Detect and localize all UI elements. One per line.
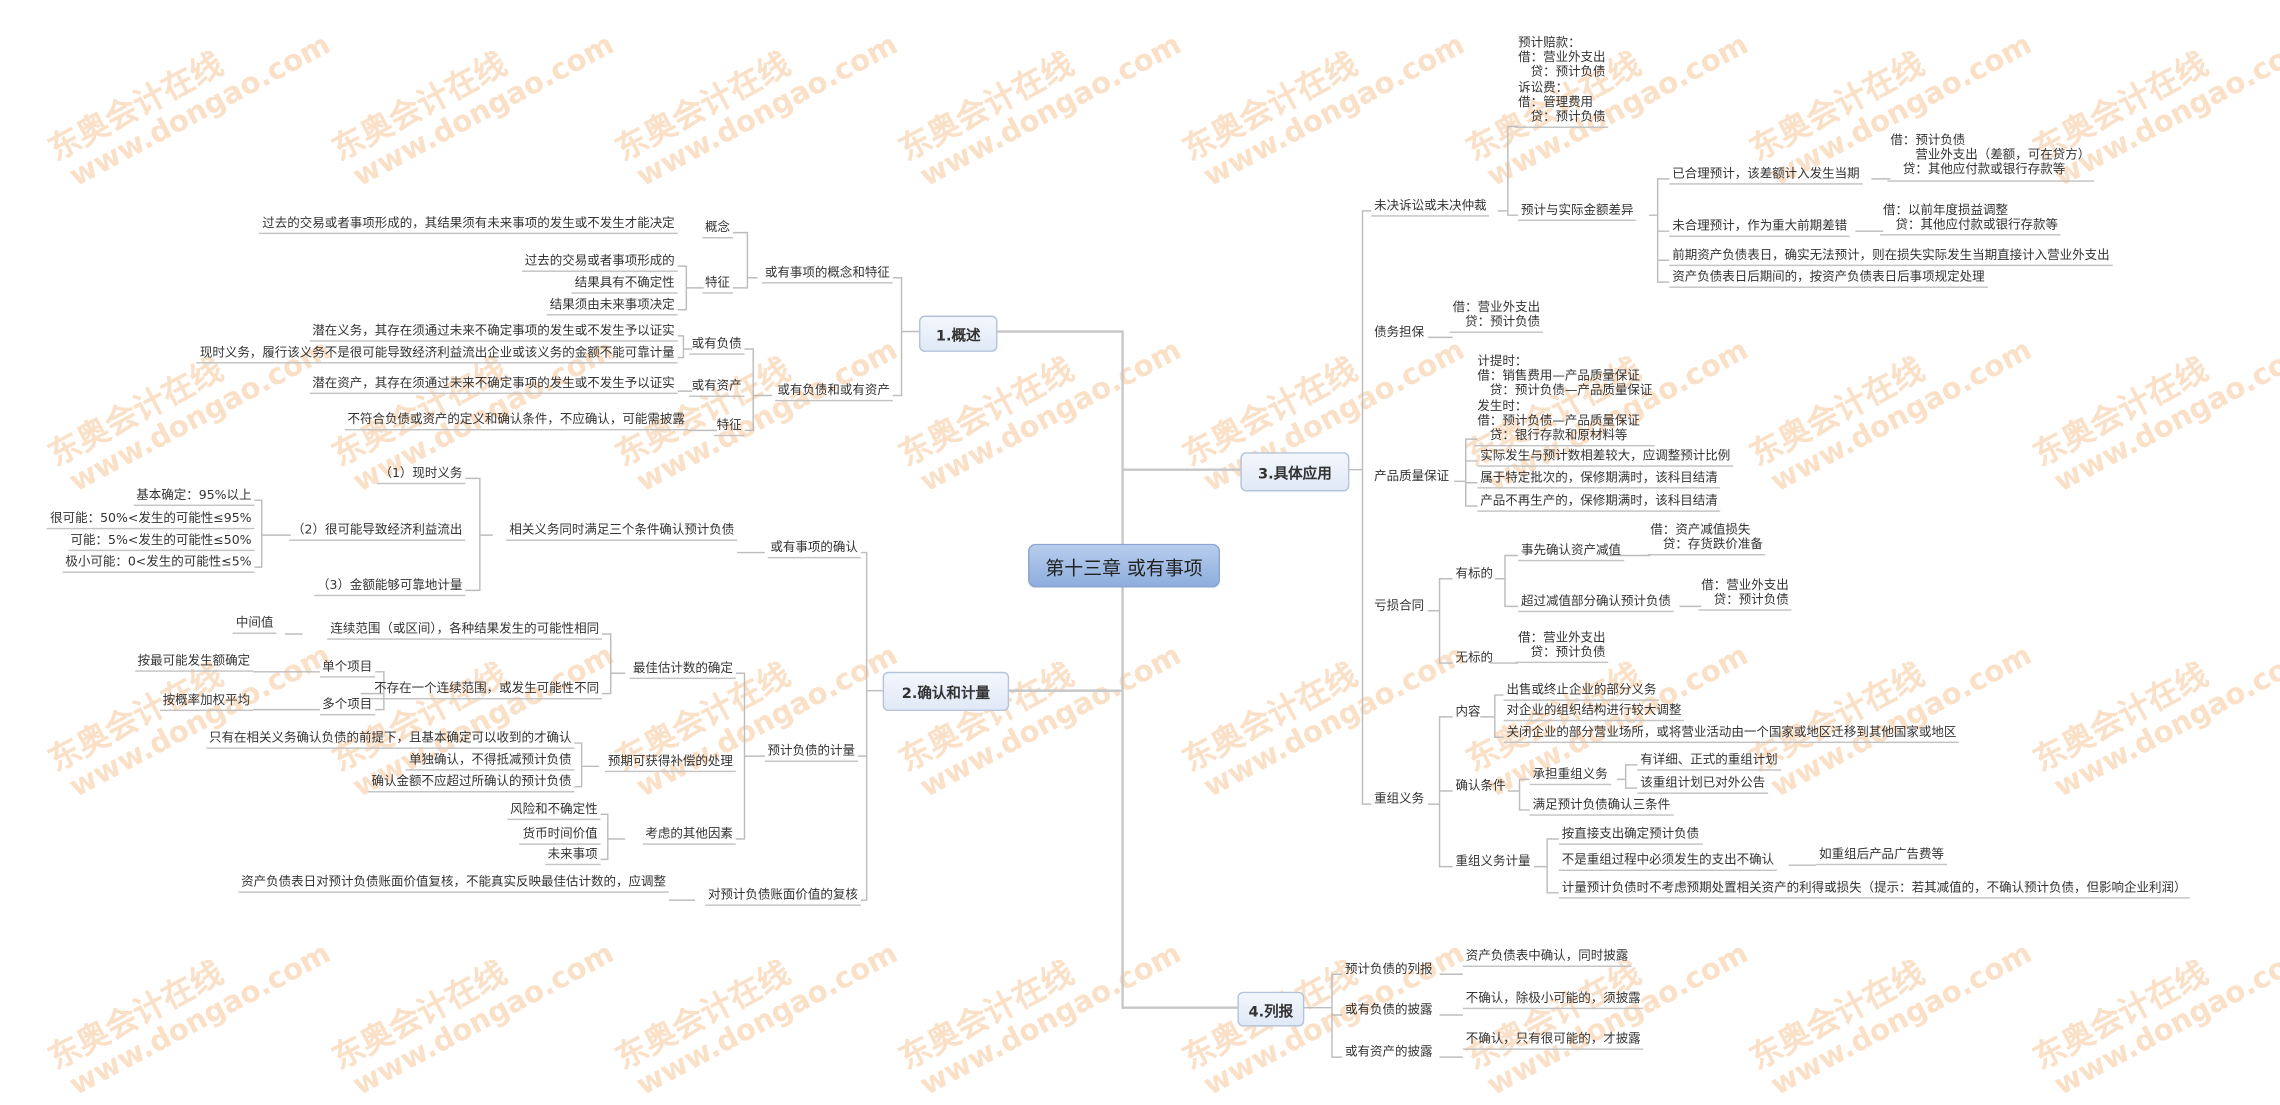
multiple-items-rule[interactable]: 按概率加权平均 bbox=[159, 692, 254, 712]
topic-feature[interactable]: 特征 bbox=[702, 275, 733, 294]
topic-concept-feature[interactable]: 或有事项的概念和特征 bbox=[762, 265, 893, 284]
topic-contingent-asset[interactable]: 或有资产 bbox=[688, 378, 745, 397]
topic-restructuring[interactable]: 重组义务 bbox=[1374, 792, 1425, 808]
post-period[interactable]: 资产负债表日后期间的，按资产负债表日后事项规定处理 bbox=[1669, 269, 1988, 288]
three-conditions[interactable]: 相关义务同时满足三个条件确认预计负债 bbox=[506, 522, 738, 541]
probability-item[interactable]: 很可能：50%<发生的可能性≤95% bbox=[47, 510, 255, 530]
warranty-item[interactable]: 实际发生与预计数相差较大，应调整预计比例 bbox=[1477, 448, 1734, 467]
topic-guarantee[interactable]: 债务担保 bbox=[1374, 325, 1425, 341]
factor-item[interactable]: 风险和不确定性 bbox=[507, 801, 601, 821]
impairment-entries[interactable]: 借：资产减值损失 贷：存货跌价准备 bbox=[1647, 523, 1766, 557]
excess-provision[interactable]: 超过减值部分确认预计负债 bbox=[1518, 593, 1674, 613]
review-text[interactable]: 资产负债表日对预计负债账面价值复核，不能真实反映最佳估计数的，应调整 bbox=[238, 874, 669, 893]
topic-liability-asset[interactable]: 或有负债和或有资产 bbox=[774, 382, 893, 402]
probability-item[interactable]: 基本确定：95%以上 bbox=[133, 487, 255, 507]
unreasonable-entries[interactable]: 借：以前年度损益调整 贷：其他应付款或银行存款等 bbox=[1880, 204, 2061, 237]
probability-item[interactable]: 极小可能：0<发生的可能性≤5% bbox=[62, 554, 255, 573]
midpoint[interactable]: 中间值 bbox=[232, 615, 277, 634]
concept-text[interactable]: 过去的交易或者事项形成的，其结果须有未来事项的发生或不发生才能决定 bbox=[259, 215, 678, 235]
topic-onerous-contract[interactable]: 亏损合同 bbox=[1374, 599, 1425, 614]
compensation-item[interactable]: 确认金额不应超过所确认的预计负债 bbox=[368, 774, 575, 793]
reasonable-entries[interactable]: 借：预计负债 营业外支出（差额，可在贷方） 贷：其他应付款或银行存款等 bbox=[1887, 134, 2094, 182]
topic-best-estimate[interactable]: 最佳估计数的确定 bbox=[629, 660, 736, 680]
content-item[interactable]: 对企业的组织结构进行较大调整 bbox=[1503, 702, 1685, 722]
impairment-first[interactable]: 事先确认资产减值 bbox=[1518, 542, 1624, 562]
restructuring-measurement[interactable]: 重组义务计量 bbox=[1455, 855, 1531, 870]
obligation-item[interactable]: 该重组计划已对外公告 bbox=[1637, 775, 1769, 794]
compensation-item[interactable]: 只有在相关义务确认负债的前提下，且基本确定可以收到的才确认 bbox=[206, 730, 575, 749]
guarantee-entries[interactable]: 借：营业外支出 贷：预计负债 bbox=[1449, 301, 1544, 334]
topic-asset-disclosure[interactable]: 或有资产的披露 bbox=[1345, 1045, 1433, 1061]
measurement-item[interactable]: 不是重组过程中必须发生的支出不确认 bbox=[1558, 852, 1778, 872]
feature-item[interactable]: 结果具有不确定性 bbox=[571, 275, 678, 294]
topic-compensation[interactable]: 预期可获得补偿的处理 bbox=[604, 753, 736, 773]
single-item-rule[interactable]: 按最可能发生额确定 bbox=[134, 653, 254, 672]
unforeseeable[interactable]: 前期资产负债表日，确实无法预计，则在损失实际发生当期直接计入营业外支出 bbox=[1669, 247, 2113, 267]
topic-feature-2[interactable]: 特征 bbox=[713, 417, 745, 437]
branch-recognition-measurement[interactable]: 2.确认和计量 bbox=[882, 671, 1010, 712]
topic-liability-disclosure[interactable]: 或有负债的披露 bbox=[1345, 1003, 1433, 1018]
with-subject[interactable]: 有标的 bbox=[1455, 567, 1494, 582]
topic-contingent-liability[interactable]: 或有负债 bbox=[688, 336, 745, 355]
topic-concept[interactable]: 概念 bbox=[702, 220, 733, 239]
litigation-entries[interactable]: 预计赔款： 借：营业外支出 贷：预计负债 诉讼费： 借：管理费用 贷：预计负债 bbox=[1515, 36, 1609, 129]
branch-overview[interactable]: 1.概述 bbox=[918, 315, 998, 352]
topic-recognition[interactable]: 或有事项的确认 bbox=[767, 539, 861, 559]
content-item[interactable]: 关闭企业的部分营业场所，或将营业活动由一个国家或地区迁移到其他国家或地区 bbox=[1503, 724, 1960, 744]
asset-text[interactable]: 潜在资产，其存在须通过未来不确定事项的发生或不发生予以证实 bbox=[309, 375, 678, 395]
multiple-items[interactable]: 多个项目 bbox=[319, 697, 376, 716]
probability-item[interactable]: 可能：5%<发生的可能性≤50% bbox=[67, 532, 255, 552]
factor-item[interactable]: 未来事项 bbox=[544, 846, 601, 866]
condition-3[interactable]: （3）金额能够可靠地计量 bbox=[314, 577, 466, 597]
feature-item[interactable]: 结果须由未来事项决定 bbox=[546, 297, 678, 316]
factor-item[interactable]: 货币时间价值 bbox=[519, 826, 601, 845]
topic-review[interactable]: 对预计负债账面价值的复核 bbox=[705, 887, 861, 906]
feature2-text[interactable]: 不符合负债或资产的定义和确认条件，不应确认，可能需披露 bbox=[344, 412, 688, 431]
liability-text[interactable]: 现时义务，履行该义务不是很可能导致经济利益流出企业或该义务的金额不能可靠计量 bbox=[196, 345, 678, 364]
compensation-item[interactable]: 单独确认，不得抵减预计负债 bbox=[406, 752, 575, 771]
topic-difference[interactable]: 预计与实际金额差异 bbox=[1518, 202, 1637, 222]
feature-item[interactable]: 过去的交易或者事项形成的 bbox=[521, 253, 678, 272]
not-continuous[interactable]: 不存在一个连续范围，或发生可能性不同 bbox=[371, 681, 602, 700]
bear-obligation[interactable]: 承担重组义务 bbox=[1529, 766, 1611, 786]
warranty-item[interactable]: 属于特定批次的，保修期满时，该科目结清 bbox=[1477, 470, 1721, 489]
branch-application[interactable]: 3.具体应用 bbox=[1240, 452, 1350, 492]
excess-entries[interactable]: 借：营业外支出 贷：预计负债 bbox=[1698, 579, 1792, 612]
liability-text[interactable]: 潜在义务，其存在须通过未来不确定事项的发生或不发生予以证实 bbox=[309, 323, 678, 342]
topic-measurement[interactable]: 预计负债的计量 bbox=[764, 743, 858, 762]
branch-presentation[interactable]: 4.列报 bbox=[1237, 991, 1305, 1027]
measurement-item[interactable]: 按直接支出确定预计负债 bbox=[1558, 826, 1703, 845]
liability-disclosure-text[interactable]: 不确认，除极小可能的，须披露 bbox=[1462, 990, 1644, 1010]
topic-provision-presentation[interactable]: 预计负债的列报 bbox=[1345, 962, 1433, 978]
recognition-conditions[interactable]: 确认条件 bbox=[1455, 779, 1506, 794]
asset-disclosure-text[interactable]: 不确认，只有很可能的，才披露 bbox=[1462, 1031, 1644, 1050]
warranty-entries[interactable]: 计提时： 借：销售费用—产品质量保证 贷：预计负债—产品质量保证 发生时： 借：… bbox=[1474, 355, 1656, 447]
content-item[interactable]: 出售或终止企业的部分义务 bbox=[1503, 682, 1660, 701]
three-conditions-met[interactable]: 满足预计负债确认三条件 bbox=[1529, 797, 1674, 816]
provision-text[interactable]: 资产负债表中确认，同时披露 bbox=[1462, 948, 1632, 967]
ad-example[interactable]: 如重组后产品广告费等 bbox=[1816, 846, 1947, 866]
condition-2[interactable]: （2）很可能导致经济利益流出 bbox=[289, 522, 466, 541]
without-subject[interactable]: 无标的 bbox=[1455, 651, 1494, 666]
unreasonable-estimate[interactable]: 未合理预计，作为重大前期差错 bbox=[1669, 218, 1851, 238]
condition-1[interactable]: （1）现时义务 bbox=[376, 465, 466, 485]
topic-warranty[interactable]: 产品质量保证 bbox=[1374, 469, 1450, 485]
obligation-item[interactable]: 有详细、正式的重组计划 bbox=[1637, 752, 1781, 771]
single-item[interactable]: 单个项目 bbox=[319, 659, 376, 678]
restructuring-content[interactable]: 内容 bbox=[1455, 705, 1481, 720]
topic-litigation[interactable]: 未决诉讼或未决仲裁 bbox=[1371, 198, 1490, 217]
without-subject-entries[interactable]: 借：营业外支出 贷：预计负债 bbox=[1515, 631, 1609, 664]
reasonable-estimate[interactable]: 已合理预计，该差额计入发生当期 bbox=[1669, 166, 1863, 185]
warranty-item[interactable]: 产品不再生产的，保修期满时，该科目结清 bbox=[1477, 493, 1721, 512]
measurement-item[interactable]: 计量预计负债时不考虑预期处置相关资产的利得或损失（提示：若其减值的，不确认预计负… bbox=[1558, 880, 2190, 899]
topic-other-factors[interactable]: 考虑的其他因素 bbox=[642, 826, 736, 845]
continuous-range[interactable]: 连续范围（或区间），各种结果发生的可能性相同 bbox=[327, 621, 602, 640]
central-topic[interactable]: 第十三章 或有事项 bbox=[1028, 543, 1220, 588]
